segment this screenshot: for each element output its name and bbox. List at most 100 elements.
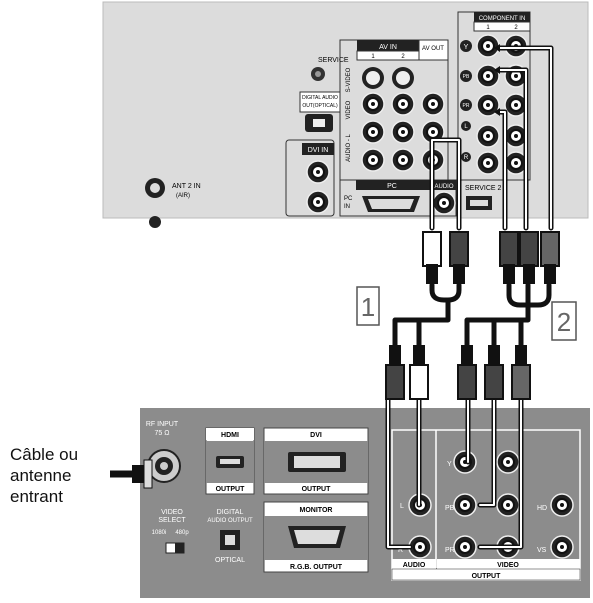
video-select-label: VIDEO	[161, 509, 183, 516]
out-vs-label: VS	[537, 547, 547, 554]
comp1-audio-l-port[interactable]	[476, 124, 500, 148]
service-port[interactable]	[311, 67, 325, 81]
dvi-audio-r-port[interactable]	[306, 190, 330, 214]
res-480-label: 480p	[175, 530, 189, 536]
av-in-1: 1	[371, 54, 375, 60]
out-y-label: Y	[447, 461, 452, 468]
optical-port[interactable]	[220, 530, 240, 550]
plug-audio-r-top	[449, 231, 469, 284]
plug-pb-bottom	[484, 345, 504, 400]
pc-audio-port[interactable]	[432, 191, 456, 215]
av1-video-port[interactable]	[361, 92, 385, 116]
audio-l-label: AUDIO - L	[346, 134, 352, 162]
rf-input-port[interactable]	[147, 449, 181, 483]
svideo-label: S-VIDEO	[346, 67, 352, 92]
pc-vga-port[interactable]	[362, 196, 420, 212]
plug-y-top	[499, 231, 519, 284]
service-label: SERVICE	[318, 57, 349, 64]
out-pr-label: PR	[445, 547, 455, 554]
av1-audio-l-port[interactable]	[361, 120, 385, 144]
ant2-port[interactable]	[145, 178, 165, 198]
av2-audio-r-port[interactable]	[391, 148, 415, 172]
plug-audio-r-bottom	[385, 345, 405, 400]
video-label: VIDEO	[346, 100, 352, 119]
pc-in-label: PC	[344, 196, 353, 202]
svideo-port-1[interactable]	[362, 67, 384, 89]
dvi-in-label: DVI IN	[308, 147, 329, 154]
out-pb2-port[interactable]	[496, 493, 520, 517]
video-group-label: VIDEO	[497, 562, 519, 569]
side-label-line2: antenne	[10, 466, 72, 485]
ant2-sub-label: (AIR)	[176, 193, 190, 199]
source-device-panel: RF INPUT 75 Ω HDMI OUTPUT DVI OUTPUT MON…	[140, 408, 590, 598]
out-y-port[interactable]	[453, 450, 477, 474]
out-vs-port[interactable]	[550, 535, 574, 559]
res-1080-label: 1080i	[152, 530, 167, 536]
av2-audio-l-port[interactable]	[391, 120, 415, 144]
service2-label: SERVICE 2	[465, 185, 502, 192]
plug-y-bottom	[457, 345, 477, 400]
av-in-label: AV IN	[379, 44, 397, 51]
comp-pr-label: PR	[463, 103, 470, 109]
out-r-label: R	[398, 547, 403, 554]
dvi-output-label: OUTPUT	[302, 486, 332, 493]
pc-in-label-2: IN	[344, 204, 350, 210]
video-select-label-2: SELECT	[158, 517, 186, 524]
cables	[385, 44, 554, 550]
out-pr-port[interactable]	[453, 535, 477, 559]
av-out-label: AV OUT	[422, 46, 444, 52]
comp-pb-label: PB	[463, 74, 470, 80]
plug-audio-l-top	[422, 231, 442, 284]
callout-cable-2: 2	[551, 301, 577, 341]
hdmi-label: HDMI	[221, 432, 239, 439]
component-col-1: 1	[486, 25, 490, 31]
optical-label: OPTICAL	[215, 557, 245, 564]
av1-audio-r-port[interactable]	[361, 148, 385, 172]
rf-incoming-cable	[110, 459, 153, 489]
dvi-audio-l-port[interactable]	[306, 160, 330, 184]
digital-label: DIGITAL	[217, 509, 244, 516]
incoming-cable-label: Câble ou antenne entrant	[10, 444, 130, 507]
svideo-port-2[interactable]	[392, 67, 414, 89]
comp-l-label: L	[464, 124, 468, 130]
av2-video-port[interactable]	[391, 92, 415, 116]
callout-cable-1: 1	[356, 286, 380, 326]
out-pb-port[interactable]	[453, 493, 477, 517]
plug-audio-l-bottom	[409, 345, 429, 400]
pc-audio-label: AUDIO	[434, 184, 453, 190]
monitor-label: MONITOR	[300, 507, 333, 514]
plug-pr-bottom	[511, 345, 531, 400]
ant2-label: ANT 2 IN	[172, 183, 201, 190]
optical-out-port[interactable]	[305, 114, 333, 132]
rgb-vga-port[interactable]	[288, 526, 346, 548]
output-group-label: OUTPUT	[472, 573, 502, 580]
plug-pr-top	[540, 231, 560, 284]
av-in-2: 2	[401, 54, 405, 60]
hdmi-port[interactable]	[216, 456, 244, 468]
dvi-port[interactable]	[288, 452, 346, 472]
tv-back-panel: SERVICE DIGITAL AUDIO OUT(OPTICAL) ANT 2…	[102, 1, 589, 228]
side-label-line1: Câble ou	[10, 445, 79, 464]
out-pb-label: PB	[445, 505, 455, 512]
service2-usb-port[interactable]	[466, 196, 492, 210]
plug-pb-top	[519, 231, 539, 284]
digital-audio-output-label: AUDIO OUTPUT	[207, 518, 253, 524]
comp1-y-port[interactable]	[476, 34, 500, 58]
out-l-label: L	[400, 503, 404, 510]
video-select-switch[interactable]	[165, 542, 185, 554]
audio-group-label: AUDIO	[403, 562, 426, 569]
rf-input-sub: 75 Ω	[155, 430, 170, 437]
callout-1-text: 1	[361, 292, 375, 322]
comp1-pb-port[interactable]	[476, 64, 500, 88]
hdmi-output-label: OUTPUT	[216, 486, 246, 493]
out-hd-port[interactable]	[550, 493, 574, 517]
comp1-audio-r-port[interactable]	[476, 151, 500, 175]
dvi-label: DVI	[310, 432, 322, 439]
digital-audio-label: DIGITAL AUDIO	[302, 95, 338, 101]
callout-2-text: 2	[557, 307, 571, 337]
pc-label: PC	[387, 183, 397, 190]
avout-video-port[interactable]	[421, 92, 445, 116]
digital-audio-label-2: OUT(OPTICAL)	[302, 103, 338, 109]
out-y2-port[interactable]	[496, 450, 520, 474]
